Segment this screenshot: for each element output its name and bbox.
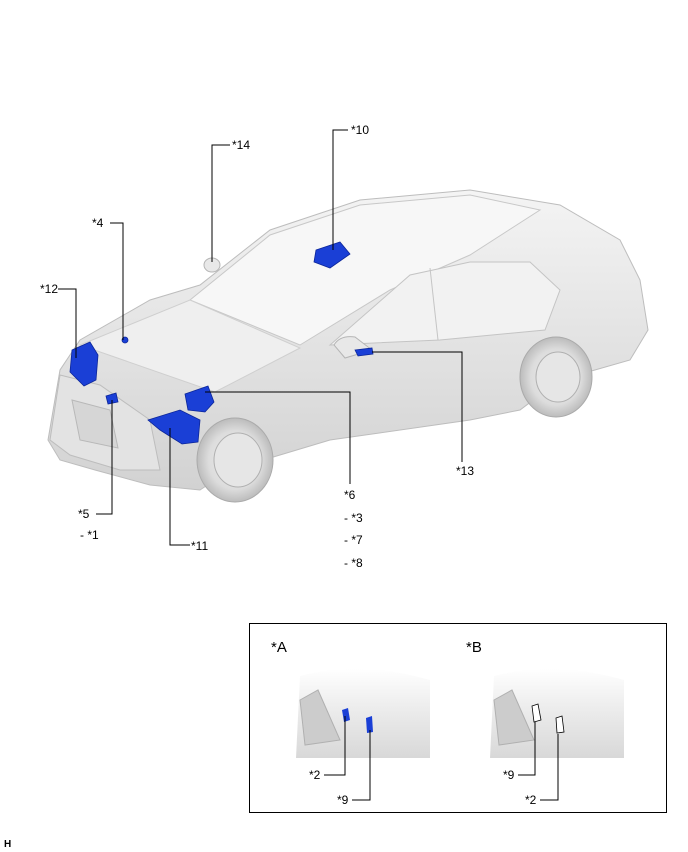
callout-3: - *3 — [344, 511, 363, 525]
highlighted-components — [69, 241, 374, 445]
callout-14: *14 — [232, 138, 251, 152]
callout-13: *13 — [456, 464, 475, 478]
callout-12: *12 — [40, 282, 59, 296]
callout-6: *6 — [344, 488, 356, 502]
inset-b-callout-2: *2 — [525, 793, 537, 807]
callout-11: *11 — [191, 539, 209, 553]
leader-lines — [58, 129, 463, 546]
inset-a-callout-9: *9 — [337, 793, 349, 807]
inset-b-title: *B — [466, 639, 482, 656]
inset-a-title: *A — [271, 639, 287, 656]
callout-5: *5 — [78, 507, 90, 521]
inset-a-callout-2: *2 — [309, 768, 321, 782]
inset-panel — [249, 623, 667, 813]
car-body — [47, 189, 649, 503]
inset-b-callout-9: *9 — [503, 768, 515, 782]
corner-mark: H — [4, 839, 12, 850]
callout-7: - *7 — [344, 533, 363, 547]
callout-8: - *8 — [344, 556, 363, 570]
inset-views — [296, 668, 624, 801]
callout-1: - *1 — [80, 528, 99, 542]
callout-4: *4 — [92, 216, 104, 230]
callout-10: *10 — [351, 123, 370, 137]
